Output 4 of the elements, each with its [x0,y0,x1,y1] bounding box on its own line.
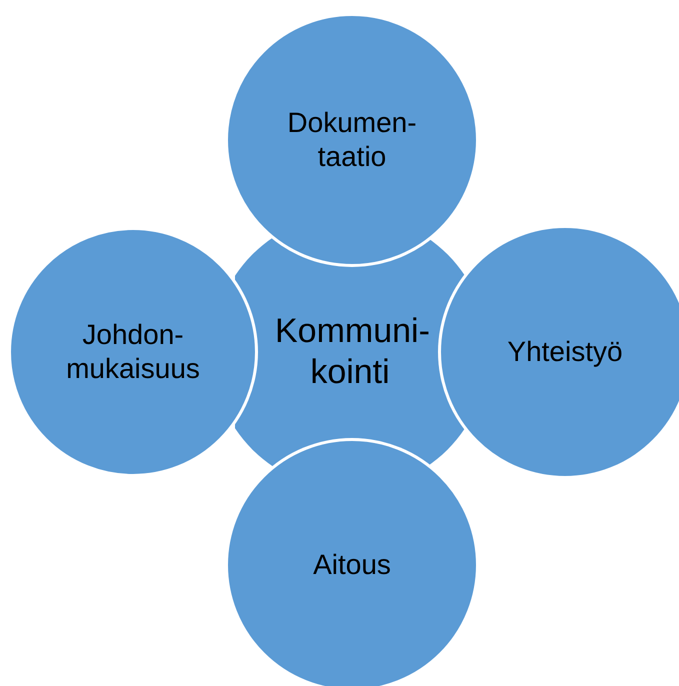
circle-label: Yhteistyö [506,335,624,369]
circle-label: Dokumen- taatio [286,106,418,174]
circle-label: Aitous [312,548,392,582]
circle-label: Johdon- mukaisuus [65,318,201,386]
